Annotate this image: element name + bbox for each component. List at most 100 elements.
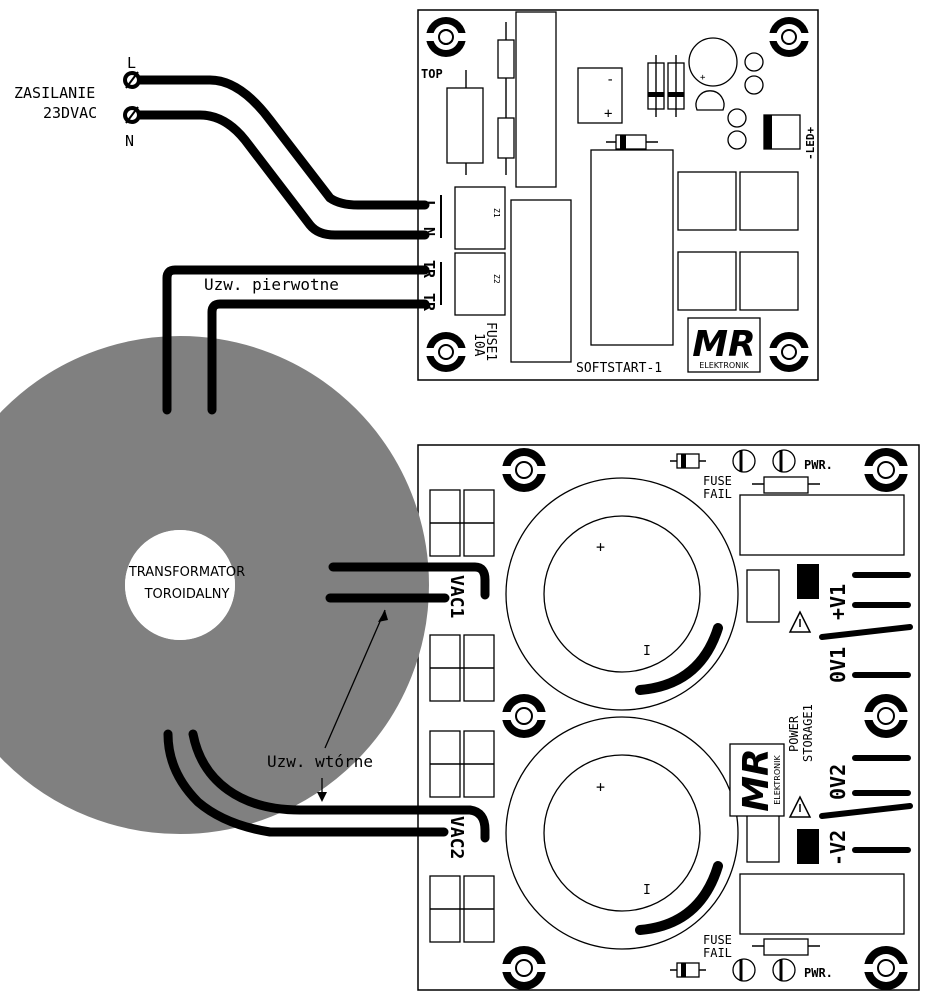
wire-primary-1 [162,265,430,415]
mounting-hole-icon [769,332,809,372]
fuse1-label: FUSE1 [483,322,498,361]
small-cap [746,569,780,623]
connector-z2 [454,252,506,316]
output-0v1-label: 0V1 [826,647,850,683]
warning-triangle-icon [788,795,812,818]
led-cathode [764,115,772,149]
board-name-line2: STORAGE1 [801,704,815,762]
mounting-hole-icon [864,946,908,990]
output-minus-v2-label: -V2 [826,830,850,866]
heatsink-pad [677,251,737,311]
rectifier-diodes-top [429,489,495,557]
terminal-l-icon [123,71,141,89]
mounting-hole-icon [864,448,908,492]
transformer-label-line2: TOROIDALNY [144,587,230,602]
wire-mains-n [127,110,430,240]
cap-plus-sign: + [596,778,605,796]
rectifier-diodes-mid1 [429,634,495,702]
power-storage-board: + I + I PWR. FUSE FAIL [417,444,920,991]
electrolytic-box [577,67,623,124]
mr-logo-icon: MR ELEKTRONIK [687,317,761,373]
filter-capacitor-top: + I [505,477,739,711]
led-icon [732,958,756,982]
arrow-icon [324,609,388,749]
cap-minus-sign: I [643,883,651,898]
output-plus-v1-label: +V1 [826,584,850,620]
heatsink-pad [739,171,799,231]
connector-z1 [454,186,506,250]
fuse-holder-top [739,494,905,556]
pad [727,130,747,150]
wire-vac2-a [163,729,449,837]
output-block-v2 [797,829,819,864]
led-icon [772,449,796,473]
mains-label-line1: ZASILANIE [14,84,95,102]
cap-plus-sign: + [700,73,706,83]
electrolytic-cap [688,37,738,87]
primary-winding-label: Uzw. pierwotne [204,275,339,294]
output-wires [819,572,913,853]
fuse1-rating: 10A [471,333,486,357]
heatsink-pad [677,171,737,231]
svg-text:ELEKTRONIK: ELEKTRONIK [699,361,749,370]
svg-text:ELEKTRONIK: ELEKTRONIK [773,754,782,804]
fuse-fail-label: FUSE [703,474,732,488]
wire-mains-l [127,75,430,210]
softstart-name: SOFTSTART-1 [576,361,662,376]
mains-l-label: L [127,54,136,72]
connector-z2-label: Z2 [492,274,501,284]
led-label: -LED+ [804,127,817,160]
resistor [497,39,515,79]
plus-sign: + [604,106,612,122]
board-name-line1: POWER [787,715,801,752]
mounting-hole-icon [502,946,546,990]
wire-vac2-b [188,729,490,843]
softstart-top-label: TOP [421,67,443,81]
cap-plus-sign: + [596,538,605,556]
mounting-hole-icon [426,17,466,57]
pin-n-label: N [420,227,438,236]
transformer-label-line1: TRANSFORMATOR [128,565,245,580]
pad [727,108,747,128]
wires [127,75,490,843]
capacitor [446,87,484,164]
cap-minus-sign: I [643,644,651,659]
output-0v2-label: 0V2 [826,764,850,800]
small-cap [746,809,780,863]
rectifier-diodes-bottom [429,875,495,943]
pad [744,52,764,72]
toroidal-transformer: TRANSFORMATOR TOROIDALNY [0,336,429,834]
transformer-hole [125,530,235,640]
rectifier-diodes-mid2 [429,730,495,798]
pwr-label-bottom: PWR. [804,966,833,980]
relay-outline [515,11,557,188]
minus-sign: - [606,72,614,88]
fuse-holder-bottom [739,873,905,935]
led-icon [732,449,756,473]
led-icon [772,958,796,982]
diode-band [620,135,626,149]
heatsink-pad [739,251,799,311]
mounting-hole-icon [502,694,546,738]
svg-text:MR: MR [736,748,777,812]
warning-triangle-icon [788,610,812,633]
relay [590,149,674,346]
pad [744,75,764,95]
mounting-hole-icon [864,694,908,738]
pwr-label-top: PWR. [804,458,833,472]
mounting-hole-icon [426,332,466,372]
mains-label-line2: 23DVAC [43,104,97,122]
mr-logo-icon: MR ELEKTRONIK [729,743,785,817]
arrow-icon [317,778,327,802]
fuse-fail-label: FUSE [703,933,732,947]
fuse-fail-label: FAIL [703,946,732,960]
secondary-winding-label: Uzw. wtórne [267,752,373,771]
diode-bottom [670,962,706,978]
resistor-block [510,199,572,363]
connector-z1-label: Z1 [492,208,501,218]
fuse-resistor-bottom [752,938,820,956]
vac1-label: VAC1 [446,575,467,618]
svg-text:MR: MR [692,324,756,365]
diode-top [670,453,706,469]
